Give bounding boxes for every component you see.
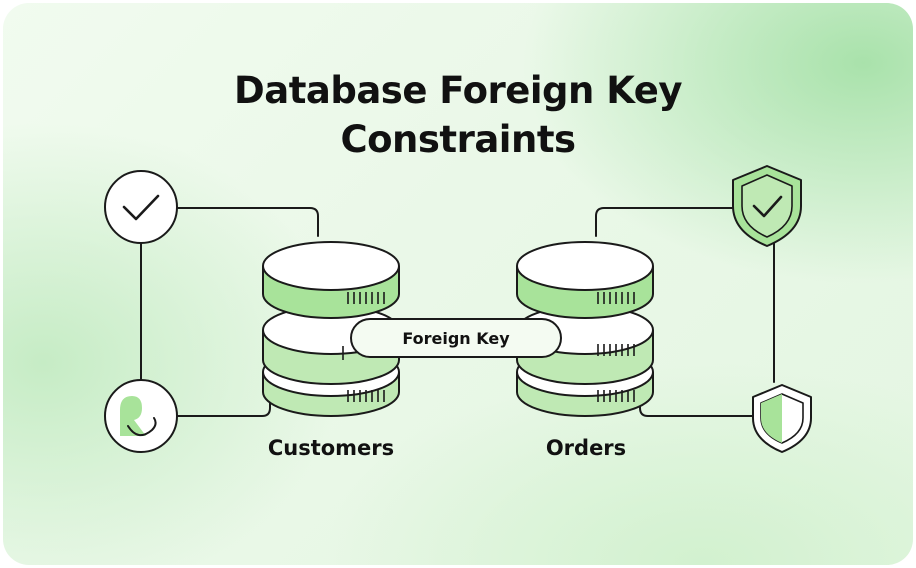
orders-label: Orders (545, 436, 627, 460)
foreign-key-badge: Foreign Key (350, 318, 562, 358)
page-title: Database Foreign Key Constraints (0, 66, 916, 164)
connector-left-bottom (175, 395, 271, 417)
connector-right-bottom (639, 395, 753, 417)
shield-check-icon (732, 165, 802, 247)
diagram-card (3, 3, 913, 565)
connector-left-top (175, 207, 319, 237)
customers-label: Customers (267, 436, 395, 460)
connector-right-top (595, 207, 733, 237)
check-circle-icon (104, 170, 178, 244)
foreign-key-label: Foreign Key (402, 328, 510, 348)
shield-half-icon (752, 384, 812, 453)
title-line-2: Constraints (340, 118, 576, 161)
title-line-1: Database Foreign Key (234, 69, 682, 112)
user-circle-icon (104, 379, 178, 453)
